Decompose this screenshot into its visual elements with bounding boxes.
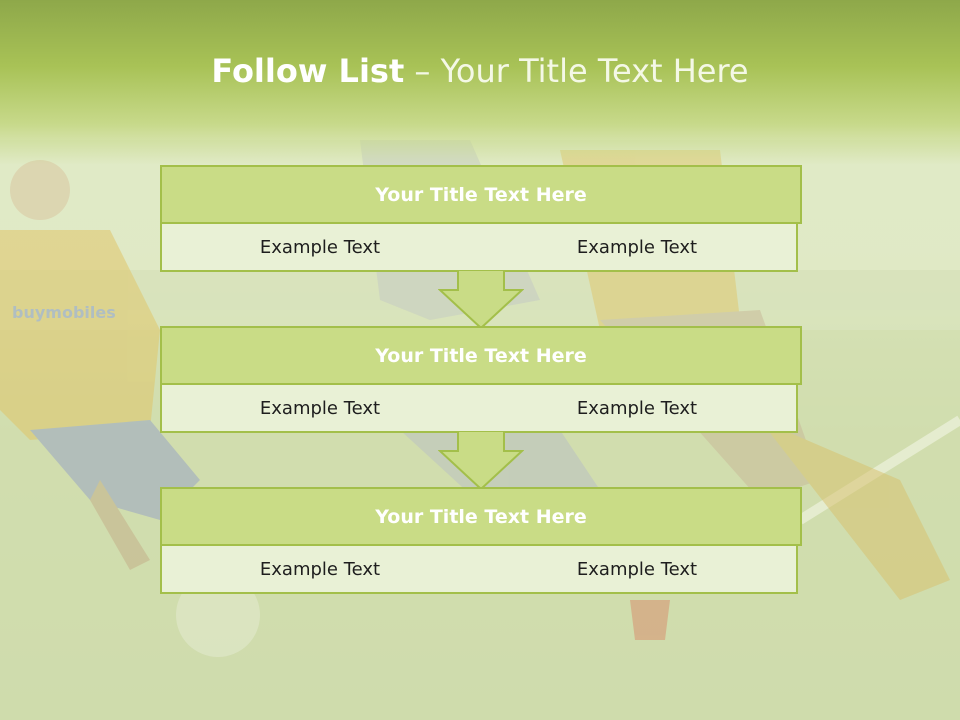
block-left-text[interactable]: Example Text bbox=[160, 544, 480, 594]
list-block-2: Your Title Text Here Example Text Exampl… bbox=[160, 326, 802, 433]
block-right-text[interactable]: Example Text bbox=[478, 222, 798, 272]
header-band bbox=[0, 0, 960, 165]
list-block-1: Your Title Text Here Example Text Exampl… bbox=[160, 165, 802, 272]
slide-title-rest: – Your Title Text Here bbox=[414, 52, 749, 90]
down-arrow-icon bbox=[438, 431, 524, 491]
slide-title: Follow List – Your Title Text Here bbox=[0, 52, 960, 90]
block-left-text[interactable]: Example Text bbox=[160, 383, 480, 433]
block-title[interactable]: Your Title Text Here bbox=[160, 165, 802, 224]
shirt-logo-text: buymobiles bbox=[12, 303, 116, 322]
block-right-text[interactable]: Example Text bbox=[478, 383, 798, 433]
list-block-3: Your Title Text Here Example Text Exampl… bbox=[160, 487, 802, 594]
block-left-text[interactable]: Example Text bbox=[160, 222, 480, 272]
block-title[interactable]: Your Title Text Here bbox=[160, 487, 802, 546]
down-arrow-icon bbox=[438, 270, 524, 330]
slide-title-bold: Follow List bbox=[211, 52, 405, 90]
block-title[interactable]: Your Title Text Here bbox=[160, 326, 802, 385]
block-right-text[interactable]: Example Text bbox=[478, 544, 798, 594]
